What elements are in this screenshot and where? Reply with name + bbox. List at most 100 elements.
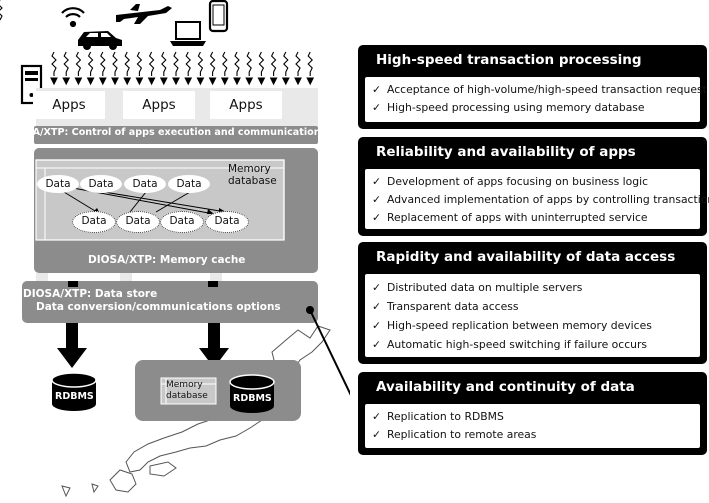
rdbms-label: RDBMS	[55, 391, 94, 402]
request-arrowhead	[196, 77, 205, 86]
request-arrow	[185, 51, 191, 76]
panel-item: ✓High-speed replication between memory d…	[372, 319, 652, 332]
app-box: Apps	[210, 91, 282, 119]
panel-availability: Availability and continuity of data ✓Rep…	[358, 372, 707, 455]
request-arrow	[197, 51, 204, 76]
request-arrowhead	[86, 77, 95, 86]
request-arrowhead	[147, 77, 156, 86]
memory-database-small-label: Memory database	[166, 380, 208, 401]
request-arrowhead	[245, 77, 254, 86]
control-bar-label: DIOSA/XTP: Control of apps execution and…	[6, 127, 321, 138]
data-node: Data	[168, 175, 210, 193]
request-arrowhead	[74, 77, 83, 86]
check-icon: ✓	[372, 101, 382, 114]
request-arrowhead	[257, 77, 266, 86]
request-arrowhead	[306, 77, 315, 86]
smartphone-icon	[208, 0, 229, 33]
check-icon: ✓	[372, 281, 382, 294]
data-store-label: DIOSA/XTP: Data store	[23, 288, 158, 300]
request-arrow	[270, 51, 277, 76]
panel-title: Rapidity and availability of data access	[376, 249, 676, 265]
panel-reliability: Reliability and availability of apps ✓De…	[358, 137, 709, 236]
panel-high-speed: High-speed transaction processing ✓Accep…	[358, 45, 707, 129]
panel-item: ✓Distributed data on multiple servers	[372, 281, 583, 294]
data-node: Data	[37, 175, 79, 193]
request-arrowhead	[233, 77, 241, 86]
request-arrow	[112, 51, 118, 76]
request-arrowhead	[50, 77, 58, 86]
panel-title: Reliability and availability of apps	[376, 144, 636, 160]
request-arrow	[295, 51, 301, 76]
airplane-icon	[116, 4, 172, 24]
memory-cache-label: DIOSA/XTP: Memory cache	[88, 254, 246, 266]
panel-title: Availability and continuity of data	[376, 379, 635, 395]
check-icon: ✓	[372, 193, 382, 206]
architecture-diagram	[0, 0, 350, 498]
panel-item: ✓Acceptance of high-volume/high-speed tr…	[372, 83, 707, 96]
app-box: Apps	[33, 91, 105, 119]
request-arrow	[100, 51, 106, 76]
car-icon	[78, 31, 122, 50]
request-arrow	[307, 51, 313, 76]
request-arrowhead	[281, 77, 290, 86]
data-conversion-label: Data conversion/communications options	[36, 301, 281, 313]
request-arrowhead	[294, 77, 302, 86]
request-arrow	[87, 51, 94, 76]
request-arrow	[246, 51, 252, 76]
check-icon: ✓	[372, 428, 382, 441]
rdbms-label: RDBMS	[233, 393, 272, 404]
request-arrow	[161, 51, 167, 76]
request-arrowhead	[62, 77, 71, 86]
request-arrow	[258, 51, 265, 76]
request-arrowhead	[172, 77, 180, 86]
request-arrowhead	[111, 77, 119, 86]
panel-item: ✓Replication to remote areas	[372, 428, 537, 441]
request-arrow	[63, 51, 69, 76]
request-arrowhead	[135, 77, 144, 86]
panel-item: ✓Automatic high-speed switching if failu…	[372, 338, 648, 351]
request-arrow	[222, 51, 228, 76]
data-node: Data	[80, 175, 122, 193]
panel-item: ✓Replacement of apps with uninterrupted …	[372, 211, 648, 224]
panel-title: High-speed transaction processing	[376, 52, 642, 68]
panel-item: ✓Replication to RDBMS	[372, 410, 504, 423]
check-icon: ✓	[372, 211, 382, 224]
request-arrowhead	[208, 77, 217, 86]
request-arrow	[51, 51, 57, 76]
panel-item: ✓Development of apps focusing on busines…	[372, 175, 649, 188]
request-arrowhead	[269, 77, 278, 86]
database-cylinder-icon	[229, 374, 275, 413]
data-replica-node: Data	[72, 211, 116, 233]
check-icon: ✓	[372, 300, 382, 313]
request-arrowhead	[184, 77, 193, 86]
memory-database-label: Memory database	[228, 163, 277, 187]
panel-item: ✓Advanced implementation of apps by cont…	[372, 193, 709, 206]
request-arrow	[173, 51, 179, 76]
request-arrow	[75, 51, 82, 76]
data-replica-node: Data	[116, 211, 160, 233]
request-arrow	[136, 51, 143, 76]
request-arrow	[283, 51, 289, 76]
check-icon: ✓	[372, 83, 382, 96]
panel-rapidity: Rapidity and availability of data access…	[358, 242, 707, 364]
data-node: Data	[124, 175, 166, 193]
request-arrowhead	[123, 77, 132, 86]
request-arrowhead	[98, 77, 107, 86]
wifi-icon	[61, 7, 85, 28]
check-icon: ✓	[372, 410, 382, 423]
app-box: Apps	[123, 91, 195, 119]
incoming-requests-arrows	[0, 0, 3, 21]
database-cylinder-icon	[51, 372, 97, 411]
request-arrow	[209, 51, 216, 76]
request-arrow	[234, 51, 240, 76]
check-icon: ✓	[372, 338, 382, 351]
request-arrowhead	[159, 77, 168, 86]
request-arrow	[124, 51, 130, 76]
request-arrow	[148, 51, 155, 76]
data-replica-node: Data	[205, 211, 249, 233]
check-icon: ✓	[372, 319, 382, 332]
data-replica-node: Data	[160, 211, 204, 233]
panel-item: ✓High-speed processing using memory data…	[372, 101, 645, 114]
panel-item: ✓Transparent data access	[372, 300, 519, 313]
check-icon: ✓	[372, 175, 382, 188]
